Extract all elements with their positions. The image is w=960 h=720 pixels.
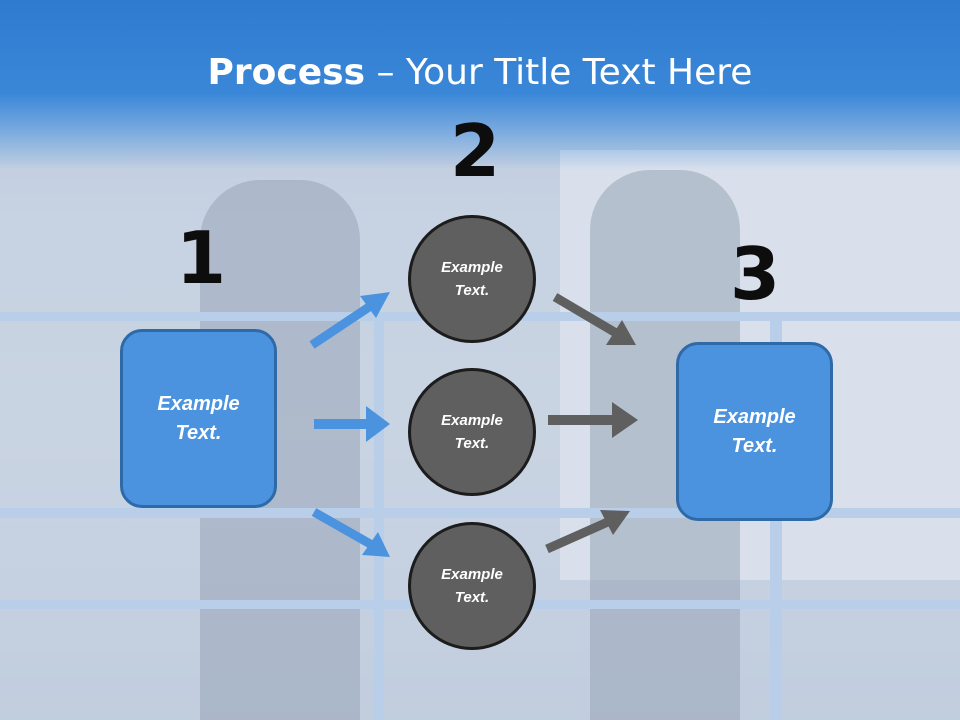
circle-top-text: Example Text. bbox=[441, 259, 503, 299]
title-band bbox=[0, 0, 960, 170]
gray-arrow-middle bbox=[548, 402, 638, 438]
left-box-text: Example Text. bbox=[157, 392, 240, 444]
blue-arrow-up bbox=[309, 292, 390, 349]
left-box[interactable]: Example Text. bbox=[120, 329, 277, 508]
right-box[interactable]: Example Text. bbox=[676, 342, 833, 521]
slide-title: Process – Your Title Text Here bbox=[0, 52, 960, 93]
right-box-text: Example Text. bbox=[713, 405, 796, 457]
title-rest: – Your Title Text Here bbox=[365, 52, 753, 93]
blue-arrow-middle bbox=[314, 406, 390, 442]
step-number-2: 2 bbox=[450, 109, 501, 193]
circle-bottom-text: Example Text. bbox=[441, 566, 503, 606]
background-post-1 bbox=[374, 320, 384, 720]
gray-arrow-down bbox=[552, 293, 636, 345]
title-bold: Process bbox=[207, 52, 366, 93]
circle-top[interactable]: Example Text. bbox=[408, 215, 536, 343]
circle-bottom[interactable]: Example Text. bbox=[408, 522, 536, 650]
circle-middle[interactable]: Example Text. bbox=[408, 368, 536, 496]
step-number-1: 1 bbox=[176, 216, 227, 300]
gray-arrow-up bbox=[545, 510, 630, 554]
step-number-3: 3 bbox=[730, 232, 781, 316]
blue-arrow-down bbox=[311, 508, 390, 557]
circle-middle-text: Example Text. bbox=[441, 412, 503, 452]
background-rail-2 bbox=[0, 508, 960, 518]
